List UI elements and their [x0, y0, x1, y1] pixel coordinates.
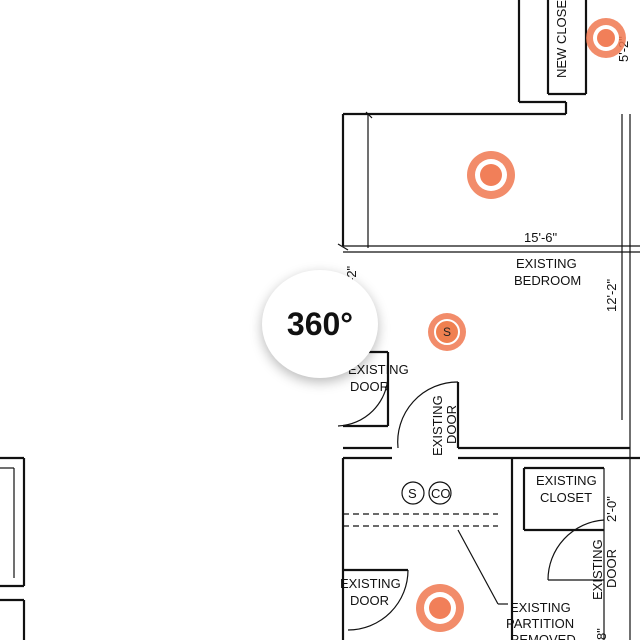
existing-door-vertical-label-line2: DOOR [444, 405, 459, 444]
hotspot-dot-icon [480, 164, 502, 186]
hotspot-ring [593, 25, 619, 51]
hotspot-ring [424, 592, 456, 624]
panorama-hotspot-bedroom[interactable] [467, 151, 515, 199]
dim-12-2-label: 12'-2" [604, 278, 619, 312]
existing-door-right-label-line2: DOOR [604, 549, 619, 588]
existing-door-lower-label-line2: DOOR [350, 593, 389, 608]
dim-15-6-label: 15'-6" [524, 230, 558, 245]
existing-closet-label-line1: EXISTING [536, 473, 597, 488]
panorama-hotspot-hallway[interactable] [416, 584, 464, 632]
panorama-hotspot-new-closet[interactable] [586, 18, 626, 58]
partition-label-line2: PARTITION [506, 616, 574, 631]
existing-bedroom-label-line2: BEDROOM [514, 273, 581, 288]
symbol-co-label: CO [431, 486, 451, 501]
dim-2-0-label: 2'-0" [604, 496, 619, 522]
hallway-walls [341, 458, 508, 640]
smoke-co-symbols [401, 481, 452, 505]
new-closet-walls [517, 0, 588, 114]
hotspot-ring: S [434, 319, 460, 345]
existing-door-lower-label-line1: EXISTING [340, 576, 401, 591]
hotspot-dot-icon [597, 29, 615, 47]
partition-label-line1: EXISTING [510, 600, 571, 615]
partition-label-line3: REMOVED [510, 632, 576, 640]
new-closet-label: NEW CLOSET [554, 0, 569, 78]
symbol-s-label: S [408, 486, 417, 501]
existing-door-right-label-line1: EXISTING [590, 539, 605, 600]
upper-door-walls [337, 350, 630, 460]
existing-bedroom-label-line1: EXISTING [516, 256, 577, 271]
panorama-hotspot-smoke-detector[interactable]: S [428, 313, 466, 351]
hotspot-ring [475, 159, 507, 191]
view-360-label: 360° [286, 305, 354, 342]
existing-door-upper-label-line2: DOOR [350, 379, 389, 394]
dim-8-label: 8" [594, 628, 609, 640]
bedroom-walls [337, 111, 640, 640]
smoke-detector-icon: S [442, 325, 451, 339]
hotspot-dot-icon [429, 597, 451, 619]
existing-closet-label-line2: CLOSET [540, 490, 592, 505]
view-360-button[interactable]: 360° [262, 270, 378, 378]
left-wing-walls [0, 456, 26, 640]
existing-closet-walls [510, 456, 640, 640]
existing-door-vertical-label-line1: EXISTING [430, 395, 445, 456]
existing-door-upper-label-line1: EXISTING [348, 362, 409, 377]
